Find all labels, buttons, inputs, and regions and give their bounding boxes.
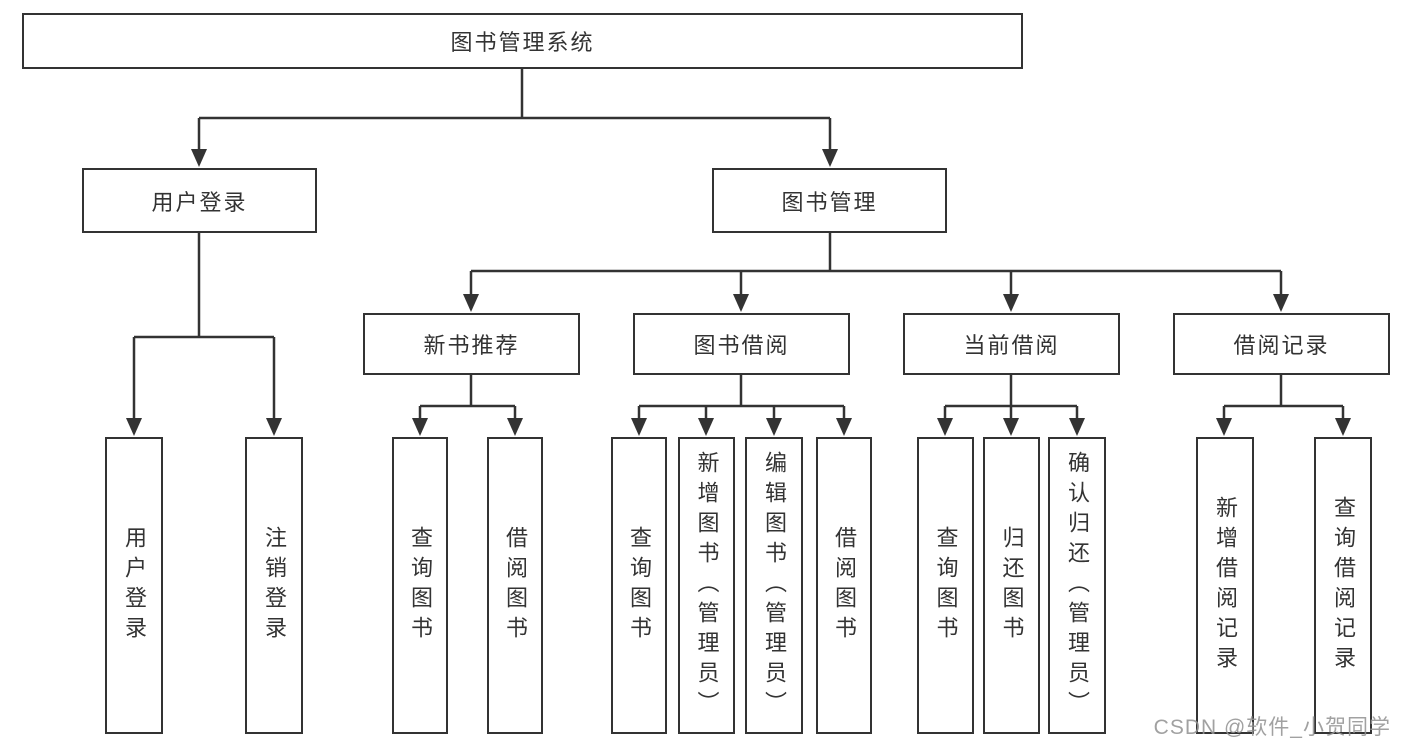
leaf-current-confirm-return-admin: 确认归还（管理员） [1048, 437, 1106, 734]
node-book-management: 图书管理 [712, 168, 947, 233]
node-borrow-records: 借阅记录 [1173, 313, 1390, 375]
down-arrow-icon [1216, 418, 1232, 436]
leaf-current-return-books: 归还图书 [983, 437, 1040, 734]
down-arrow-icon [698, 418, 714, 436]
csdn-watermark: CSDN @软件_小贺同学 [1153, 716, 1391, 739]
leaf-records-query-record: 查询借阅记录 [1314, 437, 1372, 734]
leaf-borrow-query-books: 查询图书 [611, 437, 667, 734]
down-arrow-icon [822, 149, 838, 167]
down-arrow-icon [733, 294, 749, 312]
down-arrow-icon [1069, 418, 1085, 436]
node-book-borrow: 图书借阅 [633, 313, 850, 375]
leaf-borrow-borrow-books: 借阅图书 [816, 437, 872, 734]
down-arrow-icon [507, 418, 523, 436]
down-arrow-icon [412, 418, 428, 436]
down-arrow-icon [766, 418, 782, 436]
down-arrow-icon [191, 149, 207, 167]
leaf-borrow-edit-books-admin: 编辑图书（管理员） [745, 437, 803, 734]
leaf-current-query-books: 查询图书 [917, 437, 974, 734]
leaf-logout: 注销登录 [245, 437, 303, 734]
connector-elbows [134, 69, 1343, 408]
down-arrow-icon [1273, 294, 1289, 312]
node-root-system: 图书管理系统 [22, 13, 1023, 69]
node-user-login: 用户登录 [82, 168, 317, 233]
leaf-user-login: 用户登录 [105, 437, 163, 734]
arrow-shafts [132, 118, 1345, 421]
leaf-records-add-record: 新增借阅记录 [1196, 437, 1254, 734]
down-arrow-icon [266, 418, 282, 436]
down-arrow-icon [836, 418, 852, 436]
node-new-book-recommend: 新书推荐 [363, 313, 580, 375]
down-arrow-icon [1003, 294, 1019, 312]
down-arrow-icon [937, 418, 953, 436]
node-current-borrow: 当前借阅 [903, 313, 1120, 375]
down-arrow-icon [1335, 418, 1351, 436]
down-arrow-icon [126, 418, 142, 436]
down-arrow-icon [631, 418, 647, 436]
down-arrow-icon [1003, 418, 1019, 436]
leaf-newbook-borrow-books: 借阅图书 [487, 437, 543, 734]
leaf-newbook-query-books: 查询图书 [392, 437, 448, 734]
leaf-borrow-add-books-admin: 新增图书（管理员） [678, 437, 735, 734]
down-arrow-icon [463, 294, 479, 312]
